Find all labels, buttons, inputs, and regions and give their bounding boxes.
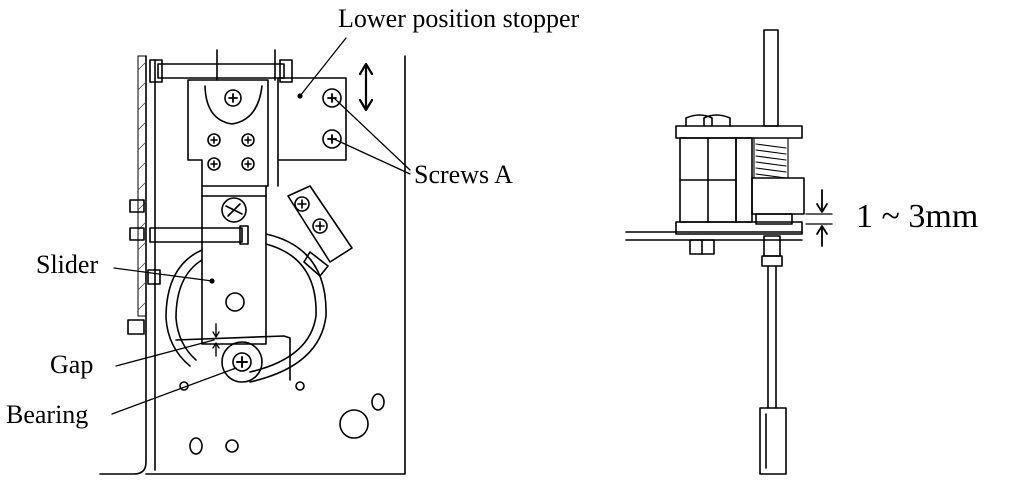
label-slider: Slider [36, 250, 99, 279]
base-plate [675, 221, 803, 235]
gap-lever [175, 335, 291, 381]
ring-guide [249, 233, 327, 383]
stopper-block [751, 177, 805, 215]
stopper-screw-bottom-icon [322, 129, 342, 149]
slider-cam-icon [221, 197, 247, 223]
bracket-screw-2-icon [312, 218, 328, 234]
top-shaft [157, 63, 285, 79]
label-lower-position-stopper: Lower position stopper [338, 4, 580, 33]
stopper-screw-top-icon [322, 88, 342, 108]
bottom-weight [759, 407, 787, 475]
label-gap: Gap [50, 350, 94, 379]
back-plate [99, 55, 406, 475]
hatched-rail [137, 55, 147, 317]
dimension-arrow-up-icon [816, 225, 828, 247]
top-screw-heads-icon [685, 114, 731, 127]
leader-slider [113, 267, 213, 282]
gap-arrows-icon [212, 323, 220, 357]
upper-circle [204, 85, 263, 125]
slider-pin [149, 227, 243, 243]
label-screws-a: Screws A [414, 160, 513, 189]
plate-holes [179, 381, 385, 455]
right-assembly [625, 29, 833, 475]
upper-housing [187, 79, 269, 187]
dimension-arrow-down-icon [816, 189, 828, 213]
right-bracket [287, 185, 353, 263]
leader-screws-bottom [333, 138, 411, 175]
vertical-double-arrow-icon [358, 62, 374, 112]
leader-lines [111, 37, 411, 415]
leader-bearing [111, 367, 237, 415]
dimension-marks [805, 189, 833, 247]
left-nut [149, 59, 163, 83]
upper-screw-icon [224, 89, 242, 107]
top-plate [675, 125, 803, 139]
left-assembly [99, 49, 406, 475]
leader-lower-stopper [299, 37, 347, 97]
leader-screws-top [333, 97, 411, 171]
bearing-icon [221, 341, 263, 383]
label-dimension: 1 ~ 3mm [856, 198, 979, 235]
four-screws-icon [207, 133, 255, 171]
leader-gap [115, 339, 215, 367]
label-bearing: Bearing [6, 400, 89, 429]
lower-stopper-plate [277, 77, 347, 161]
spring-icon [753, 137, 789, 179]
rail-hatching [137, 61, 147, 311]
top-nut [279, 59, 293, 83]
top-rod [763, 29, 779, 127]
bracket-screw-1-icon [294, 196, 310, 212]
bottom-nut-right [763, 235, 781, 257]
slider-hole [225, 292, 245, 312]
side-bolts-icon [127, 199, 161, 335]
